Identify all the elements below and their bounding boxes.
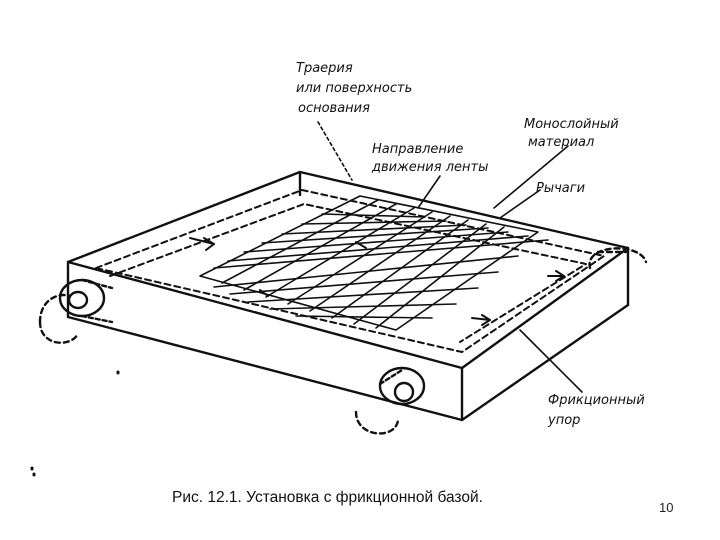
figure-caption: Рис. 12.1. Установка с фрикционной базой… <box>172 489 483 506</box>
frame-outline <box>66 170 630 422</box>
labels: Траерия или поверхность основания Моносл… <box>296 61 645 428</box>
leader-lines <box>317 121 583 393</box>
label-frame: Рычаги <box>536 181 585 196</box>
right-roller <box>354 366 426 435</box>
label-gravity-1: Траерия <box>296 61 353 76</box>
page-number: 10 <box>659 500 674 515</box>
label-monolayer-2: материал <box>528 135 594 150</box>
far-roller <box>588 247 648 270</box>
label-friction-1: Фрикционный <box>548 393 645 408</box>
stray-marks <box>30 370 120 477</box>
label-gravity-3: основания <box>298 101 370 116</box>
motion-arrows <box>189 237 565 326</box>
monolayer-grid <box>199 195 549 331</box>
label-friction-2: упор <box>547 413 580 428</box>
left-roller <box>38 278 114 344</box>
label-direction-2: движения ленты <box>371 160 488 175</box>
label-monolayer-1: Монослойный <box>524 117 619 132</box>
label-gravity-2: или поверхность <box>296 81 412 96</box>
label-direction-1: Направление <box>372 142 463 157</box>
